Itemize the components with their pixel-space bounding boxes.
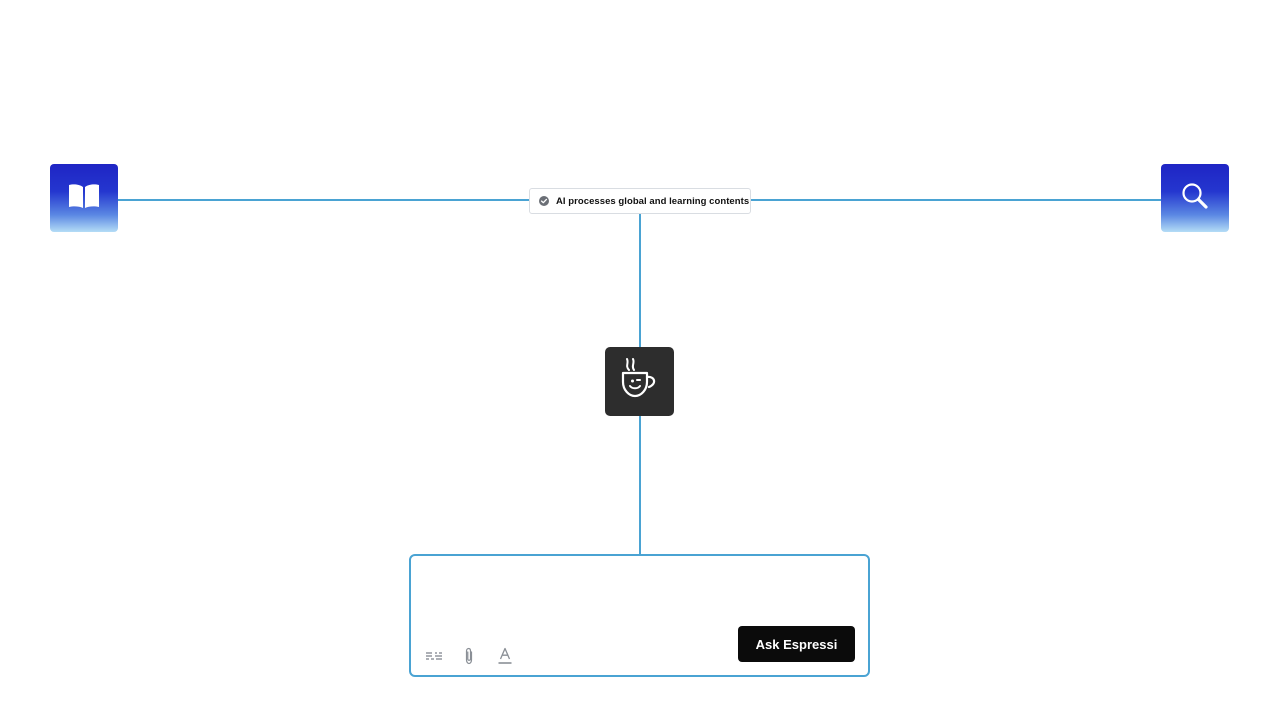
ask-panel: Ask Espressi	[409, 554, 870, 677]
ask-espressi-button[interactable]: Ask Espressi	[738, 626, 855, 662]
font-color-icon[interactable]	[495, 645, 515, 667]
status-pill: AI processes global and learning content…	[529, 188, 751, 214]
espressi-logo	[605, 347, 674, 416]
book-icon	[67, 182, 101, 215]
search-source-tile	[1161, 164, 1229, 232]
check-circle-icon	[539, 196, 549, 206]
paperclip-icon[interactable]	[459, 645, 479, 667]
status-text: AI processes global and learning content…	[556, 195, 750, 207]
search-icon	[1180, 181, 1210, 216]
coffee-cup-logo-icon	[619, 358, 661, 405]
connector-right	[751, 199, 1161, 201]
book-source-tile	[50, 164, 118, 232]
connector-left	[118, 199, 529, 201]
format-icon[interactable]	[424, 645, 444, 667]
connector-status-to-logo	[639, 213, 641, 348]
connector-logo-to-input	[639, 415, 641, 555]
ask-input[interactable]	[425, 566, 859, 620]
